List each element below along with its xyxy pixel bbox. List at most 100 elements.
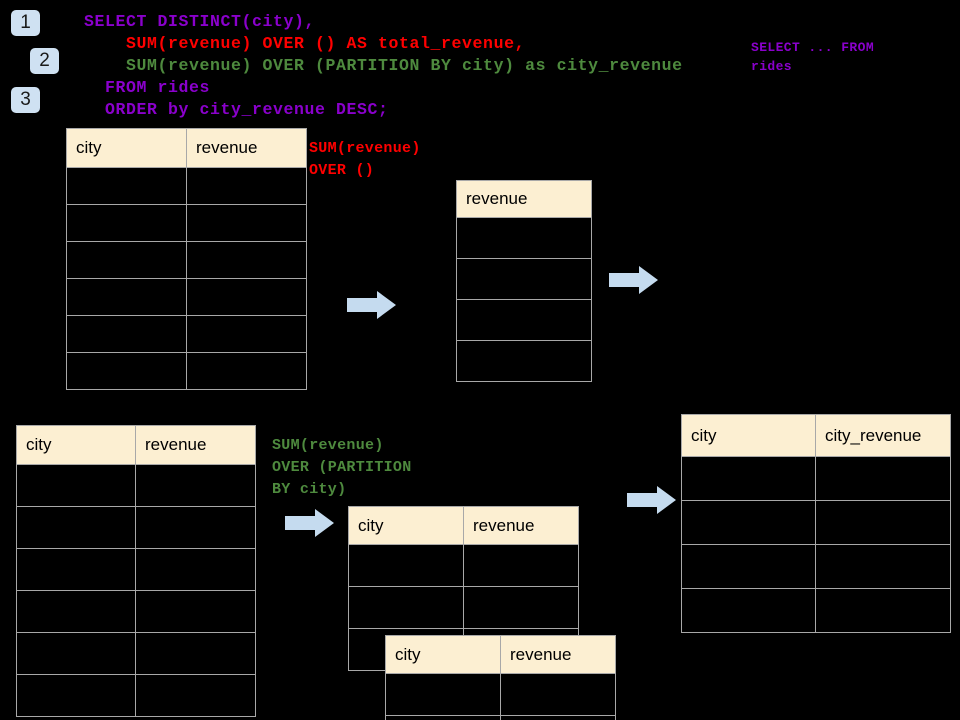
column-header-city: city	[385, 635, 501, 674]
table-row	[16, 674, 256, 717]
column-header-city: city	[16, 425, 136, 465]
table-row	[456, 340, 592, 382]
cell-city	[66, 315, 187, 353]
rides-source-table-partition: city revenue	[16, 425, 256, 717]
cell-city	[681, 456, 816, 501]
cell-revenue	[135, 464, 256, 507]
cell-revenue	[456, 299, 592, 341]
table-row	[16, 590, 256, 633]
rides-source-table: city revenue	[66, 128, 307, 390]
table-row	[681, 456, 951, 501]
partition-group-table-front: city revenue	[385, 635, 616, 720]
cell-city	[16, 548, 136, 591]
step-badge-2: 2	[30, 48, 59, 74]
table-row	[385, 673, 616, 716]
cell-revenue	[135, 548, 256, 591]
cell-revenue	[456, 217, 592, 259]
cell-revenue	[456, 340, 592, 382]
table-row	[66, 352, 307, 390]
cell-revenue	[463, 544, 579, 587]
cell-city	[66, 352, 187, 390]
cell-revenue	[500, 673, 616, 716]
column-header-revenue: revenue	[463, 506, 579, 545]
table-row	[66, 204, 307, 242]
cell-revenue	[135, 590, 256, 633]
cell-city-revenue	[815, 588, 951, 633]
cell-revenue	[186, 315, 307, 353]
cell-city-revenue	[815, 544, 951, 589]
cell-city-revenue	[815, 456, 951, 501]
column-header-revenue: revenue	[135, 425, 256, 465]
column-header-revenue: revenue	[500, 635, 616, 674]
table-row	[681, 500, 951, 545]
cell-city	[66, 241, 187, 279]
table-row	[681, 544, 951, 589]
arrow-partition-to-final	[627, 486, 676, 514]
final-result-table: city city_revenue	[681, 414, 951, 633]
column-header-city-revenue: city_revenue	[815, 414, 951, 457]
cell-city	[348, 586, 464, 629]
cell-city	[16, 674, 136, 717]
column-header-city: city	[681, 414, 816, 457]
sql-line-total-revenue: SUM(revenue) OVER () AS total_revenue,	[84, 34, 526, 53]
cell-city	[16, 590, 136, 633]
cell-city	[66, 278, 187, 316]
cell-city	[681, 500, 816, 545]
table-header-row: city revenue	[385, 635, 616, 674]
cell-revenue	[135, 506, 256, 549]
table-row	[16, 506, 256, 549]
cell-city	[66, 167, 187, 205]
table-row	[66, 315, 307, 353]
table-row	[348, 586, 579, 629]
column-header-revenue: revenue	[456, 180, 592, 218]
cell-city	[681, 588, 816, 633]
column-header-city: city	[66, 128, 187, 168]
cell-city	[16, 464, 136, 507]
cell-revenue	[500, 715, 616, 720]
cell-city	[385, 673, 501, 716]
cell-city-revenue	[815, 500, 951, 545]
table-row	[16, 464, 256, 507]
cell-revenue	[456, 258, 592, 300]
table-row	[456, 299, 592, 341]
table-row	[16, 632, 256, 675]
table-row	[456, 217, 592, 259]
cell-revenue	[186, 204, 307, 242]
cell-revenue	[186, 167, 307, 205]
table-row	[348, 544, 579, 587]
cell-city	[16, 632, 136, 675]
arrow-source-to-total	[347, 291, 396, 319]
annotation-total-revenue: SUM(revenue) OVER ()	[309, 140, 421, 179]
sql-line-order-by: ORDER by city_revenue DESC;	[84, 100, 389, 119]
table-header-row: city revenue	[348, 506, 579, 545]
cell-city	[66, 204, 187, 242]
step-badge-1: 1	[11, 10, 40, 36]
annotation-city-revenue: SUM(revenue) OVER (PARTITION BY city)	[272, 437, 412, 498]
cell-revenue	[186, 241, 307, 279]
sql-line-select: SELECT DISTINCT(city),	[84, 12, 316, 31]
cell-revenue	[186, 352, 307, 390]
table-row	[66, 278, 307, 316]
cell-city	[16, 506, 136, 549]
table-header-row: revenue	[456, 180, 592, 218]
table-row	[66, 241, 307, 279]
total-revenue-table: revenue	[456, 180, 592, 382]
cell-revenue	[135, 632, 256, 675]
sql-line-from: FROM rides	[84, 78, 211, 97]
cell-city	[385, 715, 501, 720]
cell-revenue	[186, 278, 307, 316]
cell-city	[348, 544, 464, 587]
cell-revenue	[463, 586, 579, 629]
table-header-row: city city_revenue	[681, 414, 951, 457]
column-header-revenue: revenue	[186, 128, 307, 168]
table-row	[16, 548, 256, 591]
table-row	[385, 715, 616, 720]
cell-city	[681, 544, 816, 589]
table-header-row: city revenue	[66, 128, 307, 168]
arrow-total-to-final	[609, 266, 658, 294]
step-badge-3: 3	[11, 87, 40, 113]
table-row	[66, 167, 307, 205]
sql-line-city-revenue: SUM(revenue) OVER (PARTITION BY city) as…	[84, 56, 683, 75]
table-header-row: city revenue	[16, 425, 256, 465]
